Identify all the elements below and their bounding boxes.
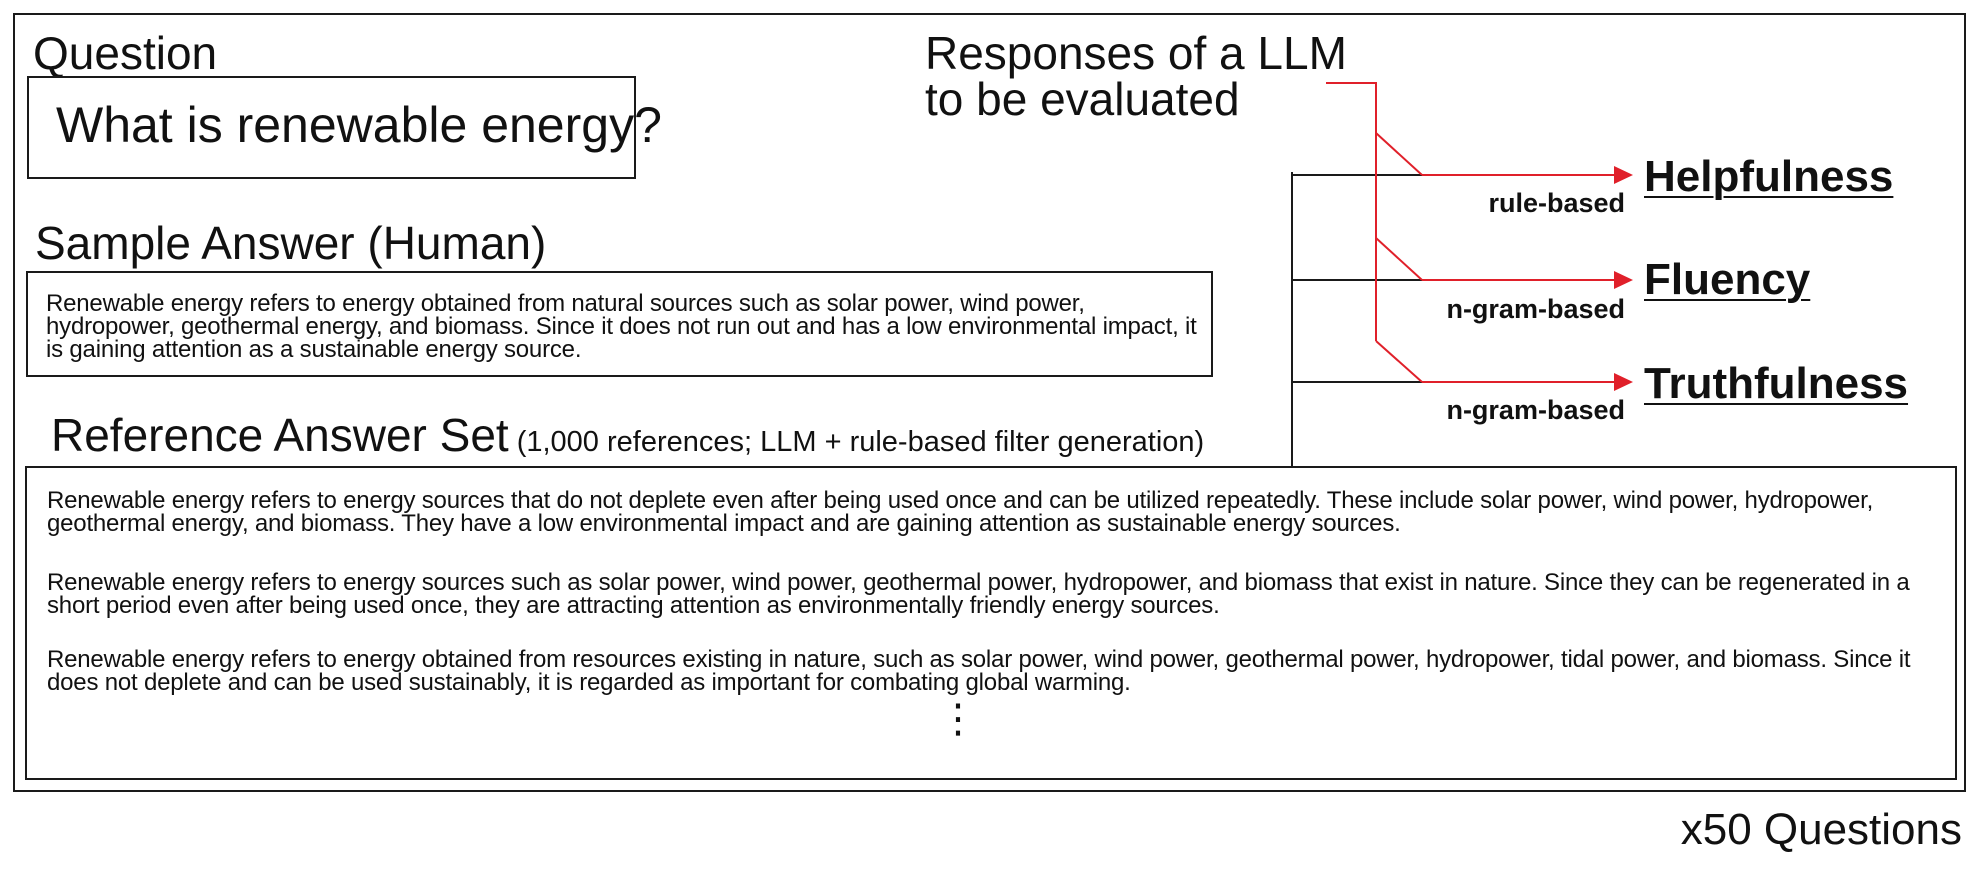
question-text: What is renewable energy? — [56, 97, 662, 153]
arrowhead-truthfulness-icon — [1614, 373, 1633, 391]
reference-set-title: Reference Answer Set(1,000 references; L… — [51, 412, 1204, 458]
question-box — [27, 76, 636, 179]
diagram-frame — [13, 13, 1966, 792]
reference-set-subtitle: (1,000 references; LLM + rule-based filt… — [516, 426, 1205, 458]
sample-answer-title: Sample Answer (Human) — [35, 217, 547, 269]
sample-answer-box — [26, 271, 1213, 377]
reference-answer-3: Renewable energy refers to energy obtain… — [47, 646, 1911, 696]
method-label-helpfulness: rule-based — [1488, 188, 1625, 218]
metric-truthfulness: Truthfulness — [1644, 359, 1909, 408]
reference-answer-2: Renewable energy refers to energy source… — [47, 569, 1910, 619]
method-label-fluency: n-gram-based — [1446, 294, 1625, 324]
arrowhead-fluency-icon — [1614, 271, 1633, 289]
reference-set-title-main: Reference Answer Set — [51, 409, 509, 461]
arrowhead-helpfulness-icon — [1614, 166, 1633, 184]
responses-title: Responses of a LLM to be evaluated — [925, 30, 1347, 122]
method-label-truthfulness: n-gram-based — [1446, 395, 1625, 425]
response-diag-helpfulness — [1375, 132, 1423, 176]
responses-title-line2: to be evaluated — [925, 73, 1240, 125]
metric-helpfulness: Helpfulness — [1644, 152, 1894, 201]
response-diag-fluency — [1375, 237, 1423, 281]
response-trunk-line — [1326, 82, 1377, 341]
sample-answer-text: Renewable energy refers to energy obtain… — [46, 290, 1197, 363]
footer-count: x50 Questions — [1680, 805, 1962, 854]
responses-title-line1: Responses of a LLM — [925, 27, 1347, 79]
reference-set-box — [25, 466, 1957, 780]
question-title: Question — [33, 27, 218, 79]
reference-answer-1: Renewable energy refers to energy source… — [47, 487, 1874, 537]
metric-fluency: Fluency — [1644, 255, 1811, 304]
response-diag-truthfulness — [1375, 340, 1423, 383]
